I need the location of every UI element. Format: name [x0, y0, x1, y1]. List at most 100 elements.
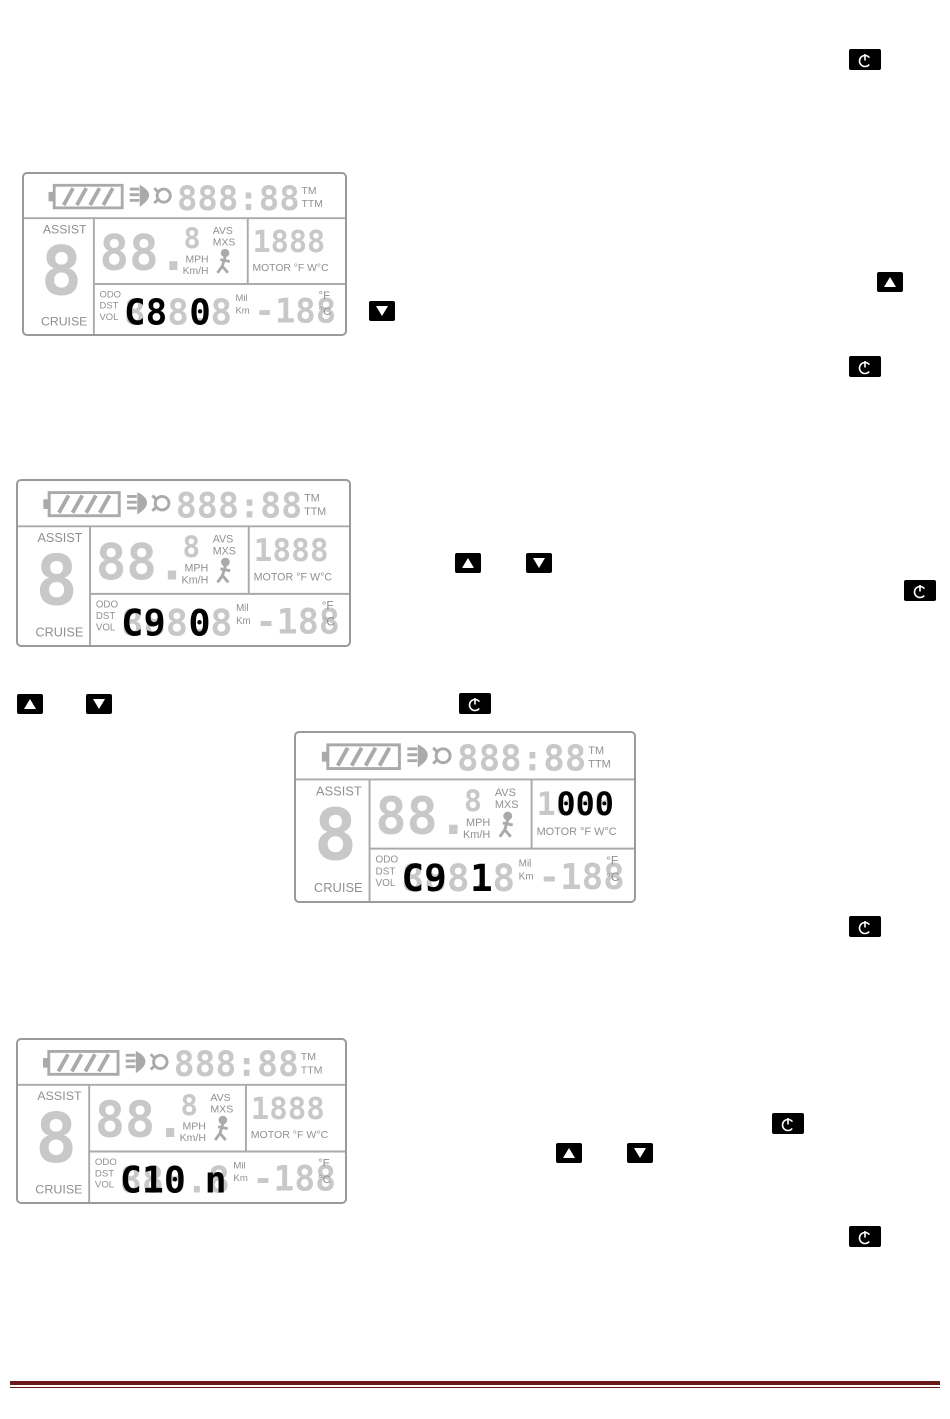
- lcd-display-c9-a: 888:88 TM TTM ASSIST 8 CRUISE 88. 8 AVS …: [16, 479, 351, 647]
- lcd-speed-digits: 88.: [100, 225, 189, 282]
- lcd-speed-digits: 88.: [376, 787, 469, 847]
- lcd-odo-label: ODO: [376, 854, 399, 865]
- lcd-screen: 888:88 TM TTM ASSIST 8 CRUISE 88. 8 AVS …: [18, 487, 349, 645]
- lcd-kmh-label: Km/H: [183, 266, 209, 277]
- battery-icon: [43, 1050, 120, 1076]
- lcd-avs-label: AVS: [495, 787, 516, 799]
- lcd-speed-small: 8: [183, 530, 201, 564]
- lcd-power-value: 000: [556, 787, 613, 823]
- lcd-assist-label: ASSIST: [316, 783, 362, 798]
- power-button: [459, 693, 491, 714]
- battery-icon: [48, 183, 124, 210]
- lcd-assist-digit: 8: [35, 1099, 77, 1179]
- power-icon: [468, 697, 482, 711]
- headlight-icon: [127, 492, 171, 515]
- lcd-mxs-label: MXS: [213, 238, 236, 249]
- lcd-time: 888:88: [177, 180, 300, 219]
- lcd-dst-label: DST: [100, 300, 119, 311]
- lcd-mph-label: MPH: [184, 563, 208, 575]
- lcd-tm-label: TM: [588, 745, 604, 757]
- lcd-param-value: 0: [188, 602, 210, 645]
- lcd-dst-label: DST: [95, 1168, 114, 1179]
- lcd-dst-label: DST: [376, 866, 396, 877]
- lcd-odo-label: ODO: [100, 288, 121, 299]
- lcd-mph-label: MPH: [185, 254, 208, 265]
- lcd-cruise-label: CRUISE: [41, 315, 87, 329]
- lcd-kmh-label: Km/H: [463, 829, 490, 841]
- lcd-deg-c: °C: [318, 1174, 331, 1186]
- lcd-screen: 888:88 TM TTM ASSIST 8 CRUISE 88. 8 AVS …: [18, 1045, 345, 1202]
- lcd-temp-digits: -188: [254, 293, 336, 332]
- down-button: [86, 694, 112, 714]
- lcd-mph-label: MPH: [466, 817, 490, 829]
- headlight-icon: [125, 1050, 169, 1074]
- lcd-km-label: Km: [235, 304, 249, 315]
- lcd-param-value: 1: [470, 856, 493, 900]
- lcd-mil-label: Mil: [236, 603, 248, 614]
- lcd-deg-f: °F: [319, 290, 331, 302]
- lcd-assist-label: ASSIST: [43, 222, 87, 236]
- power-icon: [858, 1230, 872, 1244]
- footer-rule-thin: [10, 1387, 940, 1388]
- lcd-speed-small: 8: [464, 784, 482, 819]
- lcd-time: 888:88: [174, 1045, 299, 1085]
- lcd-mxs-label: MXS: [210, 1103, 233, 1115]
- lcd-assist-label: ASSIST: [37, 1089, 82, 1103]
- lcd-vol-label: VOL: [96, 623, 116, 634]
- lcd-motor-label: MOTOR °F W°C: [537, 826, 617, 838]
- lcd-odo-digits-bg: 888.8: [124, 293, 232, 334]
- lcd-avs-label: AVS: [210, 1092, 230, 1104]
- lcd-tm-label: TM: [301, 1051, 316, 1063]
- lcd-display-c10: 888:88 TM TTM ASSIST 8 CRUISE 88. 8 AVS …: [16, 1038, 347, 1204]
- lcd-ttm-label: TTM: [302, 199, 323, 210]
- up-arrow-icon: [24, 699, 36, 709]
- down-button: [369, 301, 395, 321]
- lcd-cruise-label: CRUISE: [314, 880, 363, 895]
- walk-assist-icon: [216, 557, 231, 584]
- lcd-speed-small: 8: [184, 222, 201, 255]
- up-button: [556, 1143, 582, 1163]
- power-button: [849, 1226, 881, 1247]
- lcd-display-c8: 888:88 TM TTM ASSIST 8 CRUISE 88. 8 AVS …: [22, 172, 347, 336]
- lcd-power-digits: 1888: [251, 1092, 325, 1127]
- power-icon: [858, 920, 872, 934]
- lcd-motor-label: MOTOR °F W°C: [252, 263, 329, 274]
- lcd-deg-c: °C: [322, 616, 335, 629]
- lcd-param-value: 0: [189, 293, 211, 334]
- power-button: [849, 49, 881, 70]
- battery-icon: [321, 743, 401, 771]
- up-arrow-icon: [884, 277, 896, 287]
- lcd-assist-label: ASSIST: [37, 531, 82, 545]
- lcd-ttm-label: TTM: [304, 506, 326, 518]
- lcd-ttm-label: TTM: [301, 1064, 323, 1076]
- power-button: [772, 1113, 804, 1134]
- headlight-icon: [407, 744, 452, 768]
- power-button: [849, 916, 881, 937]
- up-button: [455, 553, 481, 573]
- lcd-vol-label: VOL: [376, 878, 396, 889]
- lcd-tm-label: TM: [304, 492, 319, 504]
- lcd-param-code: C9: [121, 602, 166, 645]
- lcd-deg-c: °C: [606, 870, 620, 884]
- lcd-assist-digit: 8: [36, 541, 78, 622]
- up-arrow-icon: [462, 558, 474, 568]
- lcd-screen: 888:88 TM TTM ASSIST 8 CRUISE 88. 8 AVS …: [296, 739, 634, 901]
- lcd-mil-label: Mil: [519, 858, 532, 869]
- lcd-time: 888:88: [176, 487, 303, 527]
- lcd-speed-small: 8: [181, 1088, 198, 1122]
- power-icon: [913, 584, 927, 598]
- footer-rule: [10, 1381, 940, 1385]
- lcd-display-c9-b: 888:88 TM TTM ASSIST 8 CRUISE 88. 8 AVS …: [294, 731, 636, 903]
- lcd-mil-label: Mil: [235, 292, 247, 303]
- lcd-mil-label: Mil: [233, 1161, 245, 1172]
- power-button: [849, 356, 881, 377]
- lcd-speed-digits: 88.: [96, 533, 187, 592]
- lcd-vol-label: VOL: [95, 1180, 114, 1191]
- down-button: [627, 1143, 653, 1163]
- down-arrow-icon: [533, 558, 545, 568]
- lcd-assist-digit: 8: [314, 794, 357, 877]
- lcd-motor-label: MOTOR °F W°C: [254, 571, 333, 583]
- down-arrow-icon: [93, 699, 105, 709]
- lcd-param-code: C10: [120, 1159, 186, 1202]
- walk-assist-icon: [216, 248, 231, 274]
